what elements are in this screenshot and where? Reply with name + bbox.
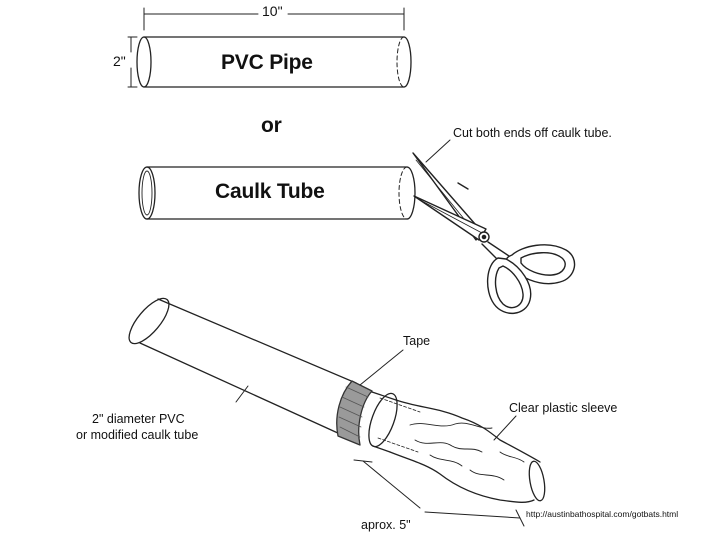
- tape-leader: [359, 349, 404, 386]
- sleeve-label: Clear plastic sleeve: [509, 401, 618, 415]
- pvc-pipe-label: PVC Pipe: [221, 51, 313, 74]
- cut-note-leader: [425, 139, 451, 163]
- long-pipe: [128, 297, 357, 435]
- sleeve-length-label: aprox. 5": [361, 518, 411, 532]
- plastic-sleeve: [368, 391, 546, 503]
- caulk-tube-label: Caulk Tube: [215, 180, 325, 203]
- pvc-diameter-label: 2": [113, 53, 126, 69]
- pipe-label-line2: or modified caulk tube: [76, 428, 199, 442]
- cut-note: Cut both ends off caulk tube.: [453, 126, 612, 140]
- pvc-diameter-dimension: [127, 36, 138, 88]
- tape-band: [336, 380, 373, 446]
- sleeve-length-dimension: [353, 459, 525, 527]
- source-url: http://austinbathospital.com/gotbats.htm…: [524, 509, 681, 519]
- pipe-leader: [235, 385, 249, 403]
- sleeve-leader: [493, 415, 517, 441]
- or-label: or: [261, 114, 282, 137]
- tape-label: Tape: [403, 334, 431, 348]
- pvc-length-dimension: [143, 7, 405, 31]
- pipe-label-line1: 2" diameter PVC: [92, 412, 185, 426]
- pvc-length-label: 10": [262, 3, 283, 19]
- pvc-pipe: [136, 36, 412, 88]
- caulk-tube: [138, 166, 416, 220]
- scissors-icon: [412, 152, 576, 314]
